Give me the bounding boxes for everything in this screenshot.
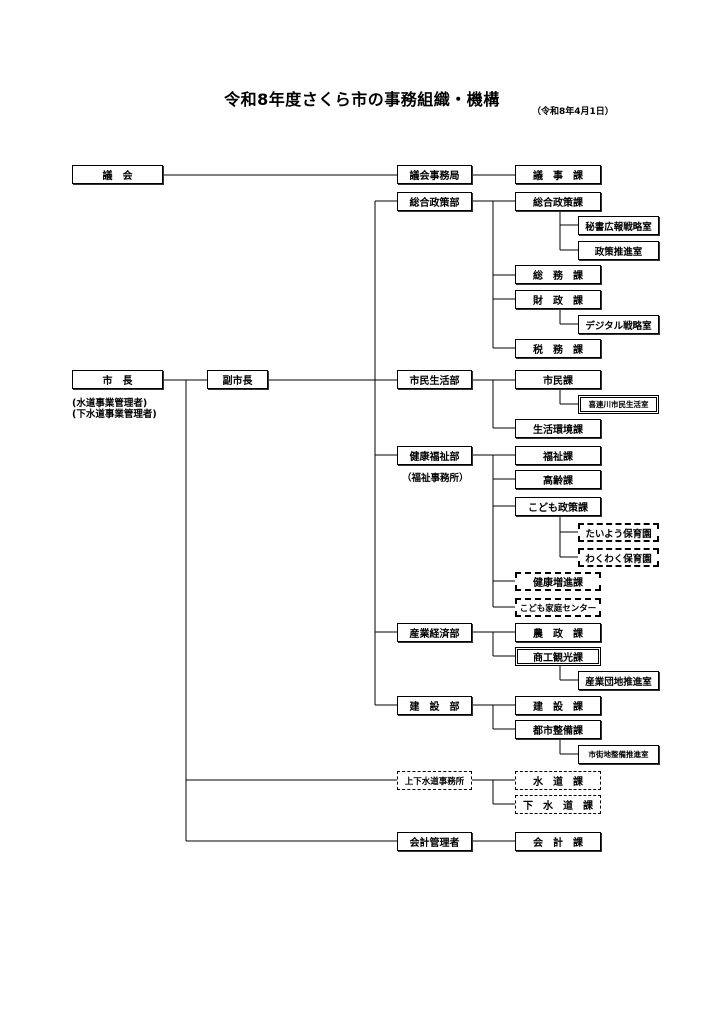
- mayor-note-sewer: (下水道事業管理者): [72, 409, 157, 420]
- division-box: 財 政 課: [515, 290, 601, 309]
- division-box: 高齢課: [515, 470, 601, 489]
- room-box: 産業団地推進室: [578, 671, 659, 690]
- room-box: 市街地整備推進室: [578, 745, 659, 764]
- division-box: 総合政策課: [515, 192, 601, 211]
- dept-policy-box: 総合政策部: [397, 192, 472, 211]
- council-office-box: 議会事務局: [397, 165, 472, 184]
- mayor-box: 市 長: [72, 370, 163, 389]
- room-box: たいよう保育園: [578, 523, 659, 542]
- effective-date: （令和8年4月1日）: [532, 107, 614, 117]
- council-box: 議 会: [72, 165, 163, 184]
- division-box: 都市整備課: [515, 720, 601, 739]
- page-title: 令和8年度さくら市の事務組織・機構: [224, 90, 500, 109]
- room-box: デジタル戦略室: [578, 315, 659, 334]
- division-box: 総 務 課: [515, 265, 601, 284]
- water-office-box: 上下水道事務所: [397, 771, 472, 790]
- division-box: こども政策課: [515, 497, 601, 516]
- division-box: 水 道 課: [515, 771, 601, 790]
- division-box: 市民課: [515, 370, 601, 389]
- division-box: 商工観光課: [515, 647, 601, 666]
- deputy-mayor-box: 副市長: [207, 370, 268, 389]
- division-box: 建 設 課: [515, 696, 601, 715]
- dept-construction-box: 建 設 部: [397, 696, 472, 715]
- accounting-manager-box: 会計管理者: [397, 832, 472, 851]
- room-box: 政策推進室: [578, 241, 659, 260]
- division-box: 農 政 課: [515, 623, 601, 642]
- room-box: 喜連川市民生活室: [578, 395, 659, 414]
- mayor-note-water: (水道事業管理者): [72, 398, 148, 409]
- division-box: 税 務 課: [515, 339, 601, 358]
- division-box: 健康増進課: [515, 572, 601, 591]
- dept-health-welfare-box: 健康福祉部: [397, 446, 472, 465]
- room-box: わくわく保育園: [578, 548, 659, 567]
- division-box: 福祉課: [515, 446, 601, 465]
- division-box: 下 水 道 課: [515, 795, 601, 814]
- room-box: 秘書広報戦略室: [578, 216, 659, 235]
- division-box: 議 事 課: [515, 165, 601, 184]
- division-box: 会 計 課: [515, 832, 601, 851]
- welfare-office-note: （福祉事務所）: [402, 473, 469, 484]
- dept-civic-life-box: 市民生活部: [397, 370, 472, 389]
- division-box: こども家庭センター: [515, 598, 601, 617]
- dept-industry-box: 産業経済部: [397, 623, 472, 642]
- division-box: 生活環境課: [515, 419, 601, 438]
